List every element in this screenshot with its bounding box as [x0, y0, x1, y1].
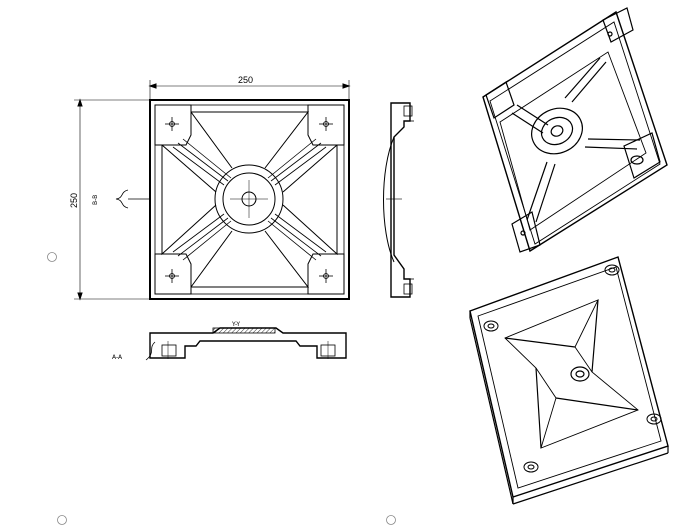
section-label-top: Y-Y: [231, 321, 240, 328]
bottom-section-view: [145, 327, 347, 361]
side-view: [383, 102, 414, 298]
radio-option-bottom-right[interactable]: [386, 515, 396, 525]
corner-hole-marks: [165, 117, 333, 283]
radio-option-bottom-left[interactable]: [57, 515, 67, 525]
dimension-width-label: 250: [238, 75, 253, 85]
isometric-view-top: [482, 7, 668, 253]
section-marker-left: [115, 189, 150, 209]
section-label-left: B-B: [92, 195, 99, 205]
radio-option-front-view[interactable]: [47, 252, 57, 262]
isometric-view-bottom: [469, 256, 669, 505]
dimension-height-label: 250: [69, 193, 79, 208]
front-view: [74, 80, 351, 301]
section-label-bottom: A-A: [112, 354, 123, 361]
